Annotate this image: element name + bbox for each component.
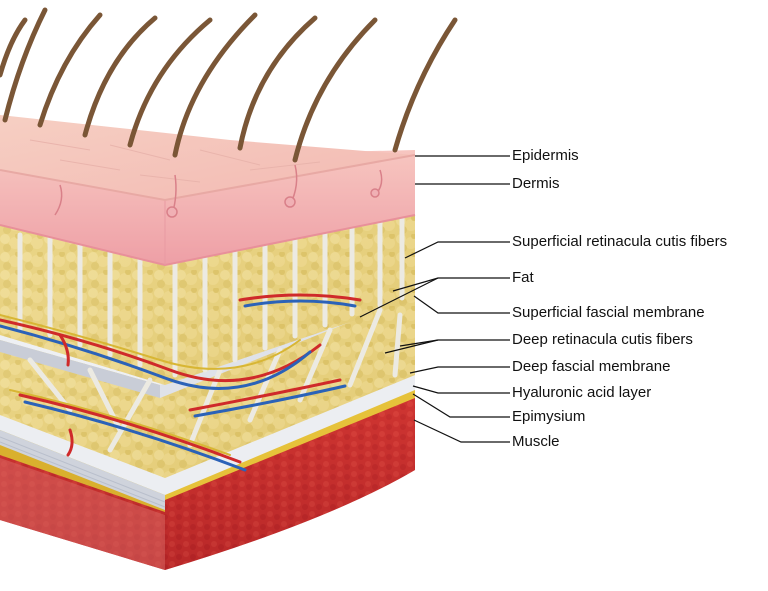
leader-line-epimysium [412, 393, 510, 418]
leader-line-muscle [413, 419, 510, 443]
label-deep-fascial-membrane: Deep fascial membrane [512, 358, 671, 375]
leader-line-superficial-retinacula [404, 241, 510, 259]
label-fat: Fat [512, 269, 534, 286]
label-deep-retinacula-cutis-fibers: Deep retinacula cutis fibers [512, 331, 693, 348]
label-epimysium: Epimysium [512, 408, 586, 425]
label-superficial-retinacula-cutis-fibers: Superficial retinacula cutis fibers [512, 233, 728, 250]
label-epidermis: Epidermis [512, 147, 579, 164]
hair-follicles [54, 164, 383, 218]
leader-line-deep-retinacula-2 [384, 339, 439, 354]
label-dermis: Dermis [512, 175, 560, 192]
leader-line-fat-2 [359, 277, 439, 318]
label-hyaluronic-acid-layer: Hyaluronic acid layer [512, 384, 652, 401]
leader-line-hyaluronic [412, 385, 510, 394]
leader-lines [359, 155, 510, 443]
hair-strands [0, 7, 458, 163]
epidermis-layer [0, 115, 416, 202]
leader-line-superficial-fascia [413, 295, 510, 314]
vessels-and-nerves [0, 293, 362, 472]
label-superficial-fascial-membrane: Superficial fascial membrane [512, 304, 705, 321]
leader-line-deep-fascia [409, 366, 510, 374]
label-muscle: Muscle [512, 433, 560, 450]
